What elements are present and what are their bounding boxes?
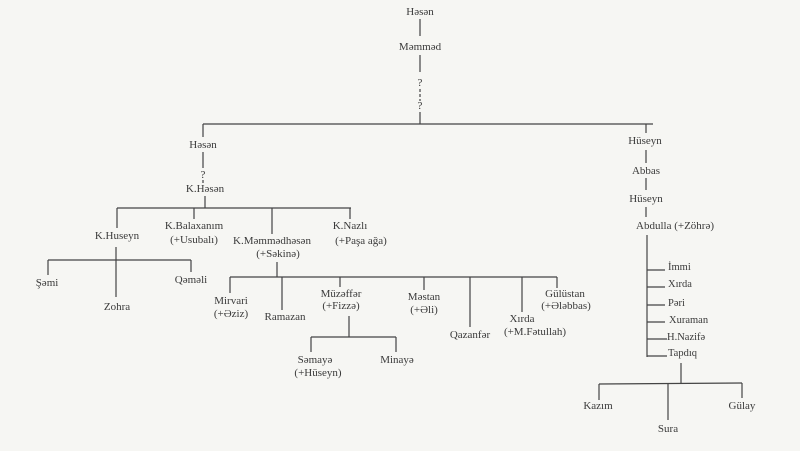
spouse-label: (+Usubalı) [170, 234, 218, 246]
spouse-label: (+Əziz) [213, 308, 249, 320]
person-k-balaxanim: K.Balaxanım [164, 220, 224, 232]
person-kazim: Kazım [583, 400, 613, 412]
spouse-label: (+Hüseyn) [294, 367, 342, 379]
spouse-label: (+Fizzə) [322, 300, 360, 312]
person-minaya: Minayə [380, 354, 414, 366]
person-xirda: Xırda [509, 313, 535, 325]
person-qamali: Qəməli [174, 274, 208, 286]
person-pari: Pəri [668, 298, 685, 309]
person-mastan: Məstan [407, 291, 441, 303]
unknown-gen3: ? [417, 77, 423, 89]
person-gen2: Məmməd [398, 41, 442, 53]
unknown-left: ? [200, 169, 206, 181]
person-mirvari: Mirvari [214, 295, 248, 307]
person-root: Həsən [406, 6, 434, 18]
spouse-label: (+Ələbbas) [541, 300, 591, 312]
person-zohra: Zohra [103, 301, 131, 313]
spouse-label: (+Paşa ağa) [335, 235, 387, 247]
person-h-nazifa: H.Nazifə [667, 332, 706, 343]
person-ramazan: Ramazan [264, 311, 306, 323]
spouse-label: (+Səkinə) [256, 248, 300, 260]
person-left-hasan: Həsən [189, 139, 217, 151]
person-muzaffar: Müzəffər [320, 288, 362, 300]
person-sura: Sura [657, 423, 679, 435]
person-qazanfar: Qazanfər [449, 329, 491, 341]
person-gulay: Gülay [728, 400, 756, 412]
person-xuraman: Xuraman [669, 315, 709, 326]
person-k-hasan: K.Həsən [185, 183, 225, 195]
spouse-label: (+Əli) [410, 304, 438, 316]
person-gulustan: Gülüstan [545, 288, 585, 300]
person-immi: İmmi [668, 262, 691, 273]
unknown-gen4: ? [417, 100, 423, 112]
person-k-huseyn: K.Huseyn [94, 230, 140, 242]
person-abdulla: Abdulla (+Zöhrə) [636, 220, 714, 232]
person-huseyn-2: Hüseyn [629, 193, 663, 205]
spouse-label: (+M.Fətullah) [503, 326, 567, 338]
person-abbas: Abbas [631, 165, 661, 177]
person-shami: Şəmi [35, 277, 59, 289]
person-k-mammadhasan: K.Məmmədhəsən [233, 235, 311, 247]
person-k-nazli: K.Nazlı [332, 220, 368, 232]
person-huseyn: Hüseyn [628, 135, 662, 147]
person-xirda-2: Xırda [668, 279, 692, 290]
person-tapdiq: Tapdıq [668, 348, 698, 359]
person-samaya: Səmayə [297, 354, 333, 366]
